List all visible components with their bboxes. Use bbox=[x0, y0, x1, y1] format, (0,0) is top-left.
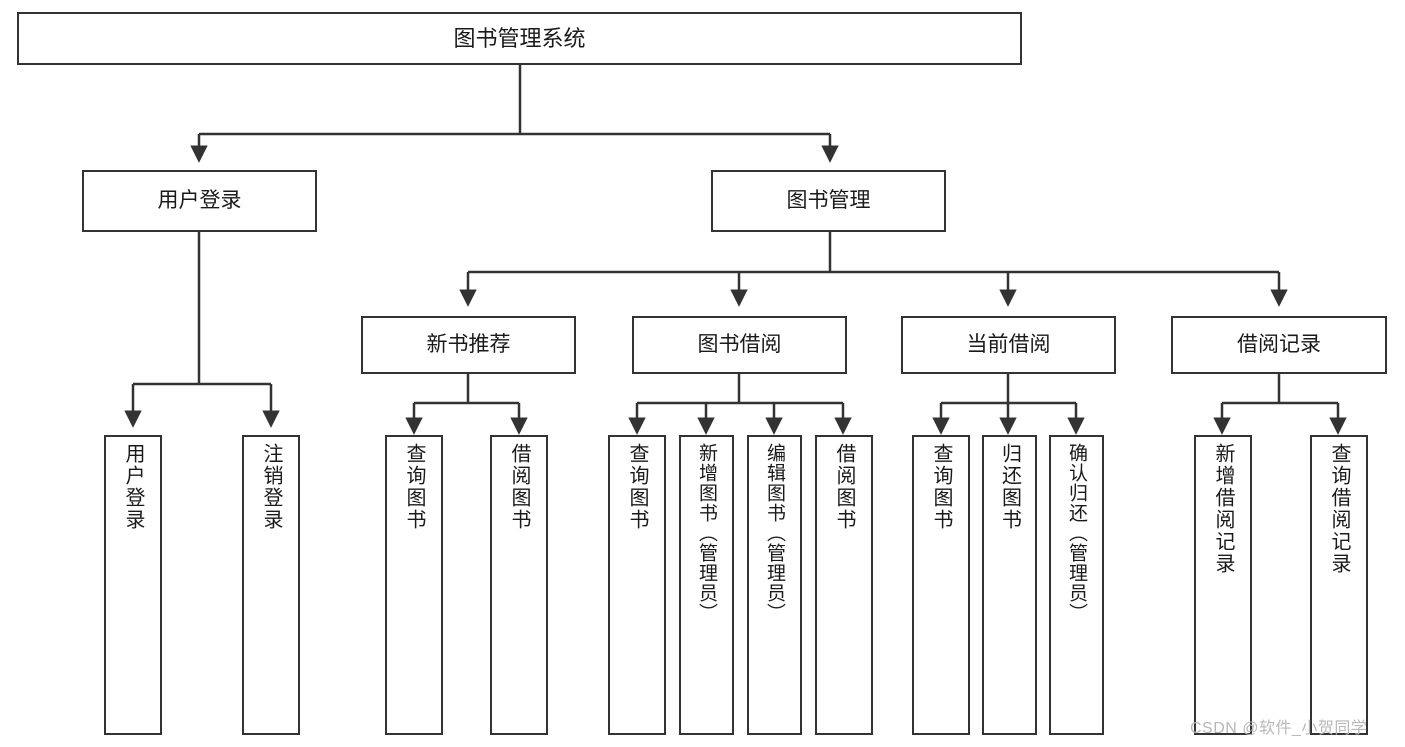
node-leaf-edit-book-label: 编辑图书（管理员） bbox=[764, 443, 785, 623]
node-leaf-query-book-2[interactable]: 查询图书 bbox=[608, 435, 666, 735]
node-leaf-add-record-label: 新增借阅记录 bbox=[1212, 443, 1234, 575]
node-book-management[interactable]: 图书管理 bbox=[711, 170, 946, 232]
csdn-watermark: CSDN @软件_小贺同学 bbox=[1190, 720, 1368, 737]
node-leaf-return-book[interactable]: 归还图书 bbox=[982, 435, 1037, 735]
node-leaf-return-book-label: 归还图书 bbox=[998, 443, 1021, 531]
node-leaf-query-record-label: 查询借阅记录 bbox=[1328, 443, 1350, 575]
node-root[interactable]: 图书管理系统 bbox=[17, 12, 1022, 65]
node-new-book-recommend[interactable]: 新书推荐 bbox=[361, 316, 576, 374]
node-borrow-record[interactable]: 借阅记录 bbox=[1171, 316, 1387, 374]
node-user-login[interactable]: 用户登录 bbox=[82, 170, 317, 232]
node-leaf-logout-login[interactable]: 注销登录 bbox=[242, 435, 300, 735]
node-leaf-add-record[interactable]: 新增借阅记录 bbox=[1194, 435, 1252, 735]
node-leaf-query-book-2-label: 查询图书 bbox=[626, 443, 648, 531]
node-user-login-label: 用户登录 bbox=[157, 188, 242, 212]
node-leaf-borrow-book-1[interactable]: 借阅图书 bbox=[490, 435, 548, 735]
node-leaf-borrow-book-1-label: 借阅图书 bbox=[508, 443, 530, 531]
node-book-management-label: 图书管理 bbox=[786, 188, 871, 212]
node-new-book-recommend-label: 新书推荐 bbox=[426, 332, 511, 356]
node-leaf-user-login[interactable]: 用户登录 bbox=[104, 435, 162, 735]
node-leaf-logout-login-label: 注销登录 bbox=[260, 443, 282, 531]
node-leaf-add-book-label: 新增图书（管理员） bbox=[696, 443, 717, 623]
node-borrow-record-label: 借阅记录 bbox=[1237, 332, 1321, 356]
node-leaf-user-login-label: 用户登录 bbox=[122, 443, 144, 531]
node-leaf-add-book[interactable]: 新增图书（管理员） bbox=[679, 435, 734, 735]
node-leaf-query-book-3-label: 查询图书 bbox=[930, 443, 952, 531]
node-current-borrow[interactable]: 当前借阅 bbox=[901, 316, 1116, 374]
node-leaf-query-record[interactable]: 查询借阅记录 bbox=[1310, 435, 1368, 735]
node-book-borrow[interactable]: 图书借阅 bbox=[632, 316, 847, 374]
node-leaf-query-book-1-label: 查询图书 bbox=[403, 443, 425, 531]
node-root-label: 图书管理系统 bbox=[453, 25, 586, 51]
node-leaf-confirm-return[interactable]: 确认归还（管理员） bbox=[1049, 435, 1104, 735]
node-leaf-edit-book[interactable]: 编辑图书（管理员） bbox=[747, 435, 802, 735]
node-leaf-borrow-book-2[interactable]: 借阅图书 bbox=[815, 435, 873, 735]
node-leaf-query-book-3[interactable]: 查询图书 bbox=[912, 435, 970, 735]
node-current-borrow-label: 当前借阅 bbox=[966, 332, 1051, 356]
node-leaf-borrow-book-2-label: 借阅图书 bbox=[833, 443, 855, 531]
node-leaf-confirm-return-label: 确认归还（管理员） bbox=[1066, 443, 1087, 623]
node-leaf-query-book-1[interactable]: 查询图书 bbox=[385, 435, 443, 735]
node-book-borrow-label: 图书借阅 bbox=[697, 332, 782, 356]
